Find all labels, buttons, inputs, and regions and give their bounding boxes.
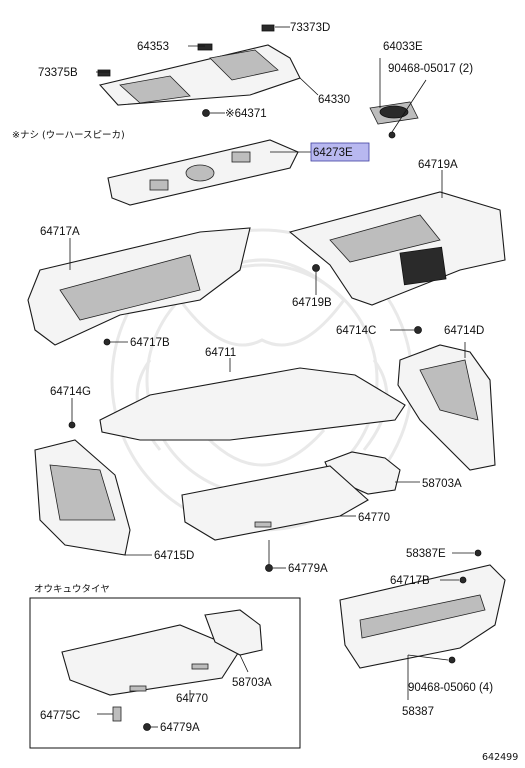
floor-mat-64711[interactable] xyxy=(99,367,406,441)
label-58703A-lower[interactable]: 58703A xyxy=(232,677,272,689)
fastener-64779A-b xyxy=(143,723,151,731)
label-64714C[interactable]: 64714C xyxy=(336,325,376,337)
label-58703A-upper[interactable]: 58703A xyxy=(422,478,462,490)
label-58387[interactable]: 58387 xyxy=(402,706,434,718)
label-64770-lower[interactable]: 64770 xyxy=(176,693,208,705)
label-58387E[interactable]: 58387E xyxy=(406,548,446,560)
label-64779A-lower[interactable]: 64779A xyxy=(160,722,200,734)
label-73373D[interactable]: 73373D xyxy=(290,22,330,34)
label-64371[interactable]: ※64371 xyxy=(225,108,267,120)
scuff-plate-58387[interactable] xyxy=(339,549,506,669)
label-90468-05017[interactable]: 90468-05017 (2) xyxy=(388,63,473,75)
label-73375B[interactable]: 73375B xyxy=(38,67,78,79)
panel-64273E[interactable] xyxy=(107,139,299,206)
label-64714G[interactable]: 64714G xyxy=(50,386,91,398)
support-64775C xyxy=(112,706,122,722)
label-64717B-a[interactable]: 64717B xyxy=(130,337,170,349)
label-64353[interactable]: 64353 xyxy=(137,41,169,53)
clip-64719B xyxy=(312,264,320,272)
label-64711[interactable]: 64711 xyxy=(205,347,236,359)
note-spare-tire: オウキュウタイヤ xyxy=(34,584,110,595)
leader-lines xyxy=(69,26,474,728)
spare-tire-variant-box xyxy=(29,597,301,749)
screw-90468-05017 xyxy=(388,131,396,139)
label-64770-upper[interactable]: 64770 xyxy=(358,512,390,524)
clip-64717B-a xyxy=(103,338,111,346)
clip-58387E xyxy=(474,549,482,557)
label-64779A-upper[interactable]: 64779A xyxy=(288,563,328,575)
clip-73373D xyxy=(261,24,275,32)
label-64717B-b[interactable]: 64717B xyxy=(390,575,430,587)
woofer-speaker-64033E[interactable] xyxy=(369,101,419,139)
label-90468-05060[interactable]: 90468-05060 (4) xyxy=(408,682,493,694)
part-labels: 73373D 64353 64033E 73375B 90468-05017 (… xyxy=(12,22,518,763)
fastener-64371 xyxy=(202,109,210,117)
trunk-lid-trim-64719A[interactable] xyxy=(288,191,506,306)
left-trim-64715D[interactable] xyxy=(34,421,131,556)
right-trim-64714D[interactable] xyxy=(397,326,496,471)
cover-58703A-lower[interactable] xyxy=(204,609,263,656)
label-64033E[interactable]: 64033E xyxy=(383,41,423,53)
label-64715D[interactable]: 64715D xyxy=(154,550,194,562)
fastener-64779A-a xyxy=(265,564,273,572)
figure-code: 642499 xyxy=(482,752,518,763)
label-64273E[interactable]: 64273E xyxy=(313,147,353,159)
note-without-woofer: ※ナシ (ウーハースピーカ) xyxy=(12,130,125,141)
deck-board-64770-lower[interactable] xyxy=(61,624,241,696)
clip-64714C xyxy=(414,326,422,334)
label-64775C[interactable]: 64775C xyxy=(40,710,80,722)
side-trim-64717A[interactable] xyxy=(27,227,251,346)
highlight-64273E xyxy=(310,142,370,162)
clip-64717B-b xyxy=(459,576,467,584)
screw-90468-05060 xyxy=(448,656,456,664)
label-64719B[interactable]: 64719B xyxy=(292,297,332,309)
label-64717A[interactable]: 64717A xyxy=(40,226,80,238)
clip-64353 xyxy=(197,43,213,51)
clip-73375B xyxy=(97,69,111,77)
package-tray-64330[interactable] xyxy=(97,24,301,117)
label-64714D[interactable]: 64714D xyxy=(444,325,484,337)
label-64330[interactable]: 64330 xyxy=(318,94,350,106)
label-64719A[interactable]: 64719A xyxy=(418,159,458,171)
clip-64714G xyxy=(68,421,76,429)
